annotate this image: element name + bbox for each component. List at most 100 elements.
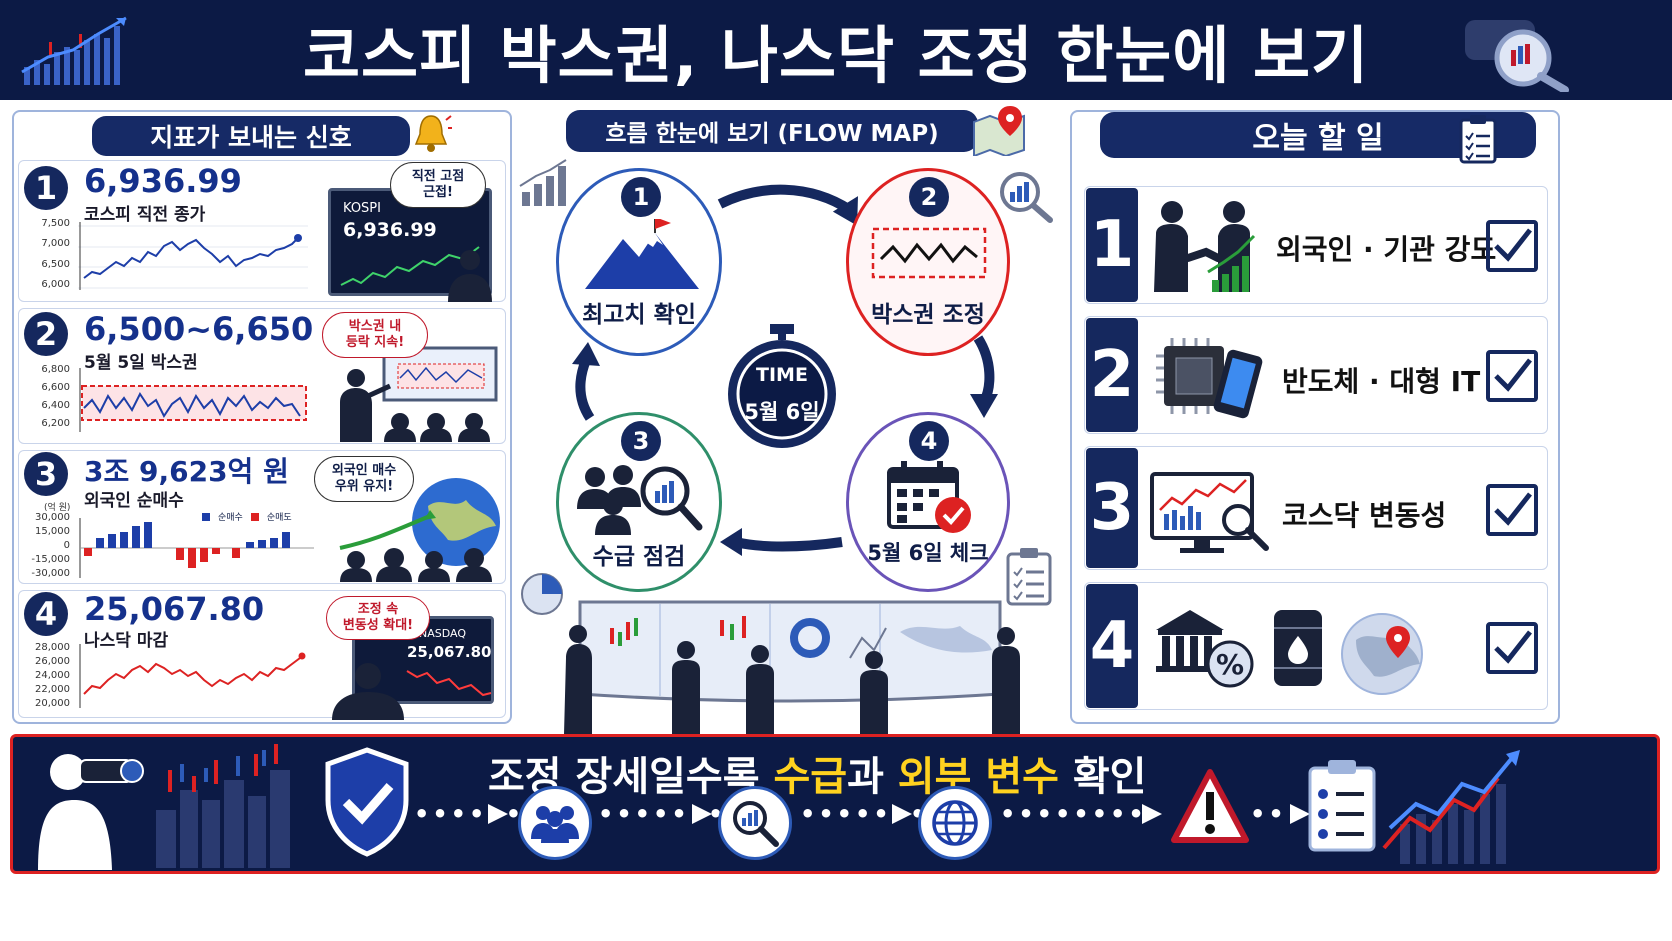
legend-item: 순매도 bbox=[266, 513, 292, 523]
warning-icon bbox=[1171, 769, 1249, 843]
flow-heading: 흐름 한눈에 보기 (FLOW MAP) bbox=[566, 110, 978, 152]
bubble-line: 변동성 확대! bbox=[342, 618, 414, 633]
tick-label: 20,000 bbox=[35, 698, 70, 709]
magnifier-icon bbox=[718, 786, 792, 860]
svg-text:%: % bbox=[1216, 648, 1244, 681]
tick-label: 6,600 bbox=[41, 382, 70, 393]
flow-step-label: 수급 점검 bbox=[592, 544, 686, 570]
tick-label: 24,000 bbox=[35, 670, 70, 681]
clipboard-icon bbox=[1308, 760, 1376, 852]
bottom-msg-text: 확인 bbox=[1058, 754, 1147, 800]
bottom-msg-highlight: 외부 변수 bbox=[897, 754, 1059, 800]
monitor-title: KOSPI bbox=[343, 201, 381, 216]
todo-item-2 bbox=[1084, 316, 1548, 434]
magnifier-icon bbox=[1000, 172, 1053, 223]
todo-number: 4 bbox=[1086, 584, 1138, 708]
bubble-line: 우위 유지! bbox=[334, 479, 394, 494]
flow-step-label: 박스권 조정 bbox=[871, 302, 985, 328]
flow-step-1: 1 최고치 확인 bbox=[556, 168, 722, 356]
monitor-value: 25,067.80 bbox=[407, 643, 492, 661]
signal-label: 코스피 직전 종가 bbox=[84, 205, 206, 225]
globe-pin-icon bbox=[1341, 613, 1423, 695]
signal-value: 6,936.99 bbox=[84, 162, 242, 200]
signal-value: 3조 9,623억 원 bbox=[84, 455, 289, 488]
nasdaq-line-chart bbox=[79, 644, 306, 708]
signal-value: 25,067.80 bbox=[84, 590, 265, 628]
flow-step-number: 1 bbox=[621, 177, 661, 217]
flow-step-label: 5월 6일 체크 bbox=[867, 541, 989, 565]
net-buy-bar-chart bbox=[79, 518, 314, 578]
check-icon bbox=[1494, 492, 1532, 526]
todo-checkbox[interactable] bbox=[1486, 350, 1538, 402]
todo-checkbox[interactable] bbox=[1486, 220, 1538, 272]
chip-icon bbox=[1156, 338, 1263, 419]
signal-number: 1 bbox=[24, 166, 68, 210]
bubble-line: 외국인 매수 bbox=[331, 463, 397, 479]
tick-label: -15,000 bbox=[31, 554, 70, 565]
presenter-audience-illustration bbox=[340, 346, 498, 442]
signal-number: 4 bbox=[24, 592, 68, 636]
tick-label: 6,800 bbox=[41, 364, 70, 375]
bottom-msg-text: 과 bbox=[847, 754, 898, 800]
tick-label: 22,000 bbox=[35, 684, 70, 695]
tick-label: 15,000 bbox=[35, 526, 70, 537]
signal-label: 5월 5일 박스권 bbox=[84, 353, 198, 373]
todo-label: 반도체 · 대형 IT bbox=[1282, 365, 1481, 398]
mountain-flag-icon bbox=[585, 219, 699, 289]
bubble-line: 근접! bbox=[423, 185, 453, 200]
arrow-right-icon bbox=[892, 804, 912, 824]
flow-step-3: 3 수급 점검 bbox=[556, 412, 722, 592]
signal-value: 6,500~6,650 bbox=[84, 310, 314, 348]
signal-label: 외국인 순매수 bbox=[84, 491, 184, 511]
oil-barrel-icon bbox=[1274, 610, 1322, 686]
todo-number: 3 bbox=[1086, 448, 1138, 568]
tick-label: 28,000 bbox=[35, 642, 70, 653]
signal-number: 2 bbox=[24, 312, 68, 356]
tick-label: 6,500 bbox=[41, 259, 70, 270]
arrow-right-icon bbox=[1290, 804, 1310, 824]
tick-label: 7,000 bbox=[41, 238, 70, 249]
bar-chart-icon bbox=[21, 16, 127, 85]
flow-heading-text: 흐름 한눈에 보기 (FLOW MAP) bbox=[605, 121, 939, 147]
tick-label: 26,000 bbox=[35, 656, 70, 667]
header-banner bbox=[0, 0, 1672, 100]
monitor-value: 6,936.99 bbox=[343, 219, 437, 241]
flow-step-number: 2 bbox=[909, 177, 949, 217]
legend-item: 순매수 bbox=[218, 513, 243, 523]
tick-label: 6,000 bbox=[41, 279, 70, 290]
page-title: 코스피 박스권, 나스닥 조정 한눈에 보기 bbox=[302, 19, 1370, 92]
flow-step-4: 4 5월 6일 체크 bbox=[846, 412, 1010, 592]
bank-percent-icon: % bbox=[1156, 610, 1254, 688]
bubble-line: 박스권 내 bbox=[348, 319, 402, 335]
clipboard-icon bbox=[1006, 548, 1052, 606]
check-icon bbox=[1494, 630, 1532, 664]
todo-checkbox[interactable] bbox=[1486, 622, 1538, 674]
tick-label: 6,400 bbox=[41, 400, 70, 411]
bottom-message: 조정 장세일수록 수급과 외부 변수 확인 bbox=[488, 744, 1146, 802]
flow-dots: •••••••• bbox=[598, 800, 745, 828]
bell-icon bbox=[414, 115, 452, 152]
zigzag-box-icon bbox=[871, 227, 987, 279]
magnifier-icon bbox=[1465, 20, 1569, 92]
monitor-chart-icon bbox=[1150, 472, 1269, 553]
box-range-chart bbox=[79, 368, 307, 432]
check-icon bbox=[1494, 358, 1532, 392]
globe-icon bbox=[918, 786, 992, 860]
todo-label: 코스닥 변동성 bbox=[1282, 499, 1447, 532]
signal-label: 나스닥 마감 bbox=[84, 631, 169, 651]
analysts-display-wall-illustration bbox=[564, 600, 1020, 734]
todo-checkbox[interactable] bbox=[1486, 484, 1538, 536]
tick-label: -30,000 bbox=[31, 568, 70, 579]
flow-cycle-arrows bbox=[572, 184, 998, 556]
kospi-line-chart bbox=[78, 222, 308, 290]
flow-dots: •••••••• bbox=[1000, 800, 1147, 828]
tick-label: 7,500 bbox=[41, 218, 70, 229]
person-worried-icon bbox=[332, 663, 404, 720]
flow-step-number: 3 bbox=[621, 421, 661, 461]
stopwatch-icon: TIME 5월 6일 bbox=[722, 322, 842, 450]
shield-check-icon bbox=[325, 747, 409, 857]
